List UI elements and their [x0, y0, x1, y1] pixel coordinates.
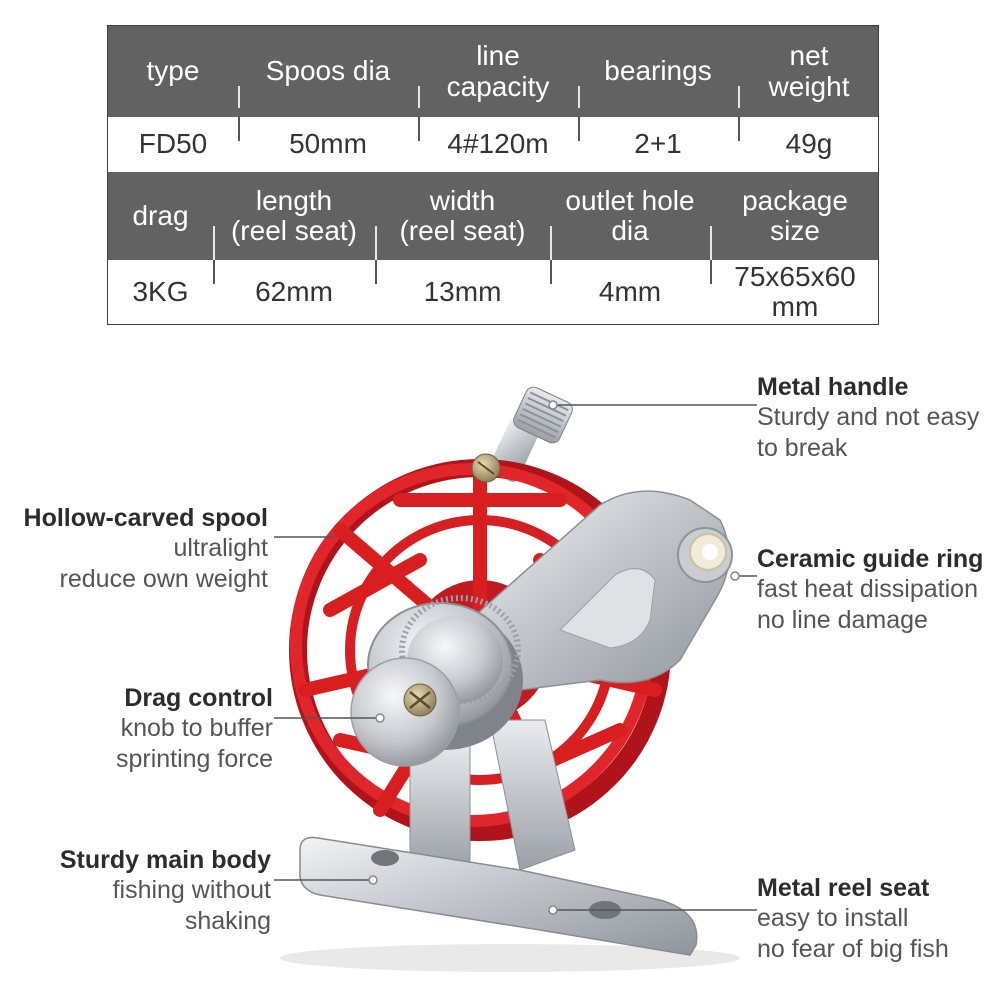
header-bearings: bearings: [604, 55, 712, 87]
value-package-size: 75x65x60 mm: [734, 260, 856, 322]
value-bearings: 2+1: [634, 128, 682, 160]
spec-value-row-2: 3KG 62mm 13mm 4mm 75x65x60 mm: [108, 260, 878, 324]
callout-hollow-spool: Hollow-carved spool ultralight reduce ow…: [0, 504, 268, 595]
header-spool-dia: Spoos dia: [265, 55, 391, 87]
shadow: [280, 944, 740, 972]
callout-description: fast heat dissipation no line damage: [757, 575, 978, 634]
header-outlet-hole-dia: outlet hole dia: [565, 184, 695, 246]
callout-description: Sturdy and not easy to break: [757, 403, 980, 462]
value-spool-dia: 50mm: [289, 128, 367, 160]
value-outlet-hole-dia: 4mm: [598, 275, 662, 307]
ceramic-guide-ring: [677, 527, 733, 583]
divider: [418, 117, 420, 141]
divider: [213, 226, 215, 260]
spec-value-row-1: FD50 50mm 4#120m 2+1 49g: [108, 117, 878, 172]
divider: [238, 117, 240, 141]
callout-leaders: [274, 400, 757, 915]
callout-description: fishing without shaking: [112, 876, 271, 935]
drag-control-knob: [350, 595, 523, 767]
metal-reel-seat: [299, 836, 698, 956]
callout-metal-handle: Metal handle Sturdy and not easy to brea…: [757, 373, 979, 464]
header-line-capacity: line capacity: [446, 40, 550, 102]
value-type: FD50: [138, 128, 208, 160]
spec-header-row-1: type Spoos dia line capacity bearings ne…: [108, 26, 878, 117]
value-drag: 3KG: [132, 275, 189, 307]
divider: [710, 226, 712, 260]
divider: [710, 260, 712, 284]
value-line-capacity: 4#120m: [447, 128, 549, 160]
spec-header-row-2: drag length (reel seat) width (reel seat…: [108, 172, 878, 260]
spec-table: type Spoos dia line capacity bearings ne…: [107, 25, 879, 325]
divider: [418, 86, 420, 108]
divider: [738, 117, 740, 141]
callout-reel-seat: Metal reel seat easy to install no fear …: [757, 874, 949, 965]
divider: [375, 260, 377, 284]
value-length: 62mm: [255, 275, 333, 307]
divider: [578, 117, 580, 141]
divider: [578, 86, 580, 108]
callout-drag-control: Drag control knob to buffer sprinting fo…: [3, 684, 273, 775]
divider: [738, 86, 740, 108]
header-drag: drag: [132, 199, 189, 231]
callout-ceramic-ring: Ceramic guide ring fast heat dissipation…: [757, 545, 983, 636]
divider: [550, 260, 552, 284]
header-width: width (reel seat): [399, 184, 526, 246]
callout-title: Metal handle: [757, 373, 909, 401]
header-package-size: package size: [742, 184, 848, 246]
callout-title: Drag control: [124, 684, 273, 712]
callout-description: easy to install no fear of big fish: [757, 904, 949, 963]
callout-title: Hollow-carved spool: [23, 504, 268, 532]
callout-title: Sturdy main body: [59, 846, 271, 874]
divider: [238, 86, 240, 108]
callout-description: knob to buffer sprinting force: [115, 714, 273, 773]
callout-main-body: Sturdy main body fishing without shaking: [1, 846, 271, 937]
header-type: type: [146, 55, 200, 87]
value-width: 13mm: [423, 275, 502, 307]
guide-arm: [468, 490, 730, 691]
divider: [375, 226, 377, 260]
divider: [213, 260, 215, 284]
callout-title: Ceramic guide ring: [757, 545, 984, 573]
value-net-weight: 49g: [785, 128, 833, 160]
header-length: length (reel seat): [230, 184, 358, 246]
divider: [550, 226, 552, 260]
header-net-weight: net weight: [768, 40, 850, 102]
callout-description: ultralight reduce own weight: [59, 534, 268, 593]
callout-title: Metal reel seat: [757, 874, 930, 902]
main-body: [409, 719, 576, 871]
